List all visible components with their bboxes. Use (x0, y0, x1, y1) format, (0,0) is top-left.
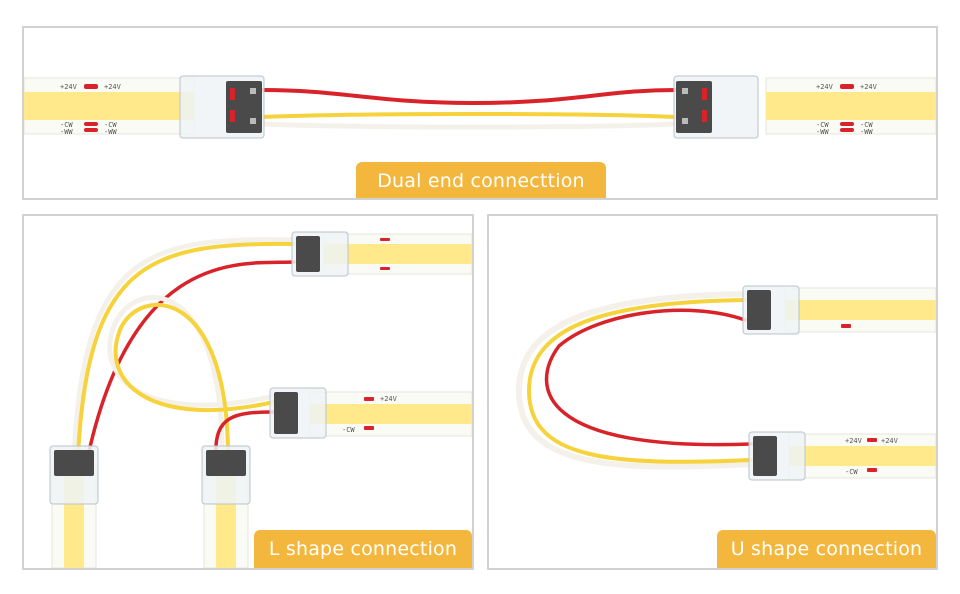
strip-mark-positive: +24V (104, 83, 122, 91)
wire-bundle-u (515, 291, 754, 470)
connector-middle (269, 387, 327, 439)
strip-mark-positive: +24V (881, 437, 899, 445)
wire-bundle-loop (107, 294, 277, 459)
dual-end-panel: +24V +24V -CW -CW -WW -WW +24V +24V -CW … (22, 26, 938, 200)
dual-end-caption: Dual end connecttion (356, 162, 606, 198)
strip-mark-positive: +24V (860, 83, 878, 91)
strip-mark-ww: -WW (816, 128, 829, 136)
wire-bundle-outer (71, 237, 297, 459)
led-strip-upper (784, 287, 936, 333)
connector-upper (742, 285, 800, 335)
u-shape-caption: U shape connection (717, 530, 936, 568)
led-strip-right: +24V +24V -CW -CW -WW -WW (765, 77, 936, 136)
connector-lower (748, 431, 806, 481)
l-shape-panel: +24V -CW (22, 214, 474, 570)
strip-mark-cw: -CW (104, 121, 117, 129)
led-strip-horizontal-top (323, 233, 472, 275)
connector-bottom-left (49, 445, 99, 505)
connector-left (179, 75, 265, 139)
wire-bundle (259, 88, 679, 130)
strip-mark-positive: +24V (60, 83, 78, 91)
u-shape-panel: +24V +24V -CW U shape connection (487, 214, 938, 570)
connector-right (673, 75, 759, 139)
strip-mark-cw: -CW (860, 121, 873, 129)
strip-mark-cw: -CW (816, 121, 829, 129)
strip-mark-ww: -WW (104, 128, 117, 136)
connector-top (291, 231, 349, 277)
strip-mark-positive: +24V (816, 83, 834, 91)
strip-mark-cw: -CW (342, 426, 355, 434)
led-strip-lower: +24V +24V -CW (788, 433, 936, 479)
strip-mark-ww: -WW (860, 128, 873, 136)
strip-mark-positive: +24V (845, 437, 863, 445)
dual-end-illustration: +24V +24V -CW -CW -WW -WW +24V +24V -CW … (24, 75, 936, 139)
strip-mark-positive: +24V (380, 395, 398, 403)
strip-mark-ww: -WW (60, 128, 73, 136)
strip-mark-cw: -CW (60, 121, 73, 129)
strip-mark-cw: -CW (845, 468, 858, 476)
u-shape-illustration: +24V +24V -CW (515, 285, 936, 481)
led-strip-horizontal-middle: +24V -CW (309, 391, 472, 437)
led-strip-left: +24V +24V -CW -CW -WW -WW (24, 77, 195, 136)
l-shape-caption: L shape connection (254, 530, 472, 568)
l-shape-illustration: +24V -CW (49, 231, 472, 568)
connector-bottom-right (201, 445, 251, 505)
